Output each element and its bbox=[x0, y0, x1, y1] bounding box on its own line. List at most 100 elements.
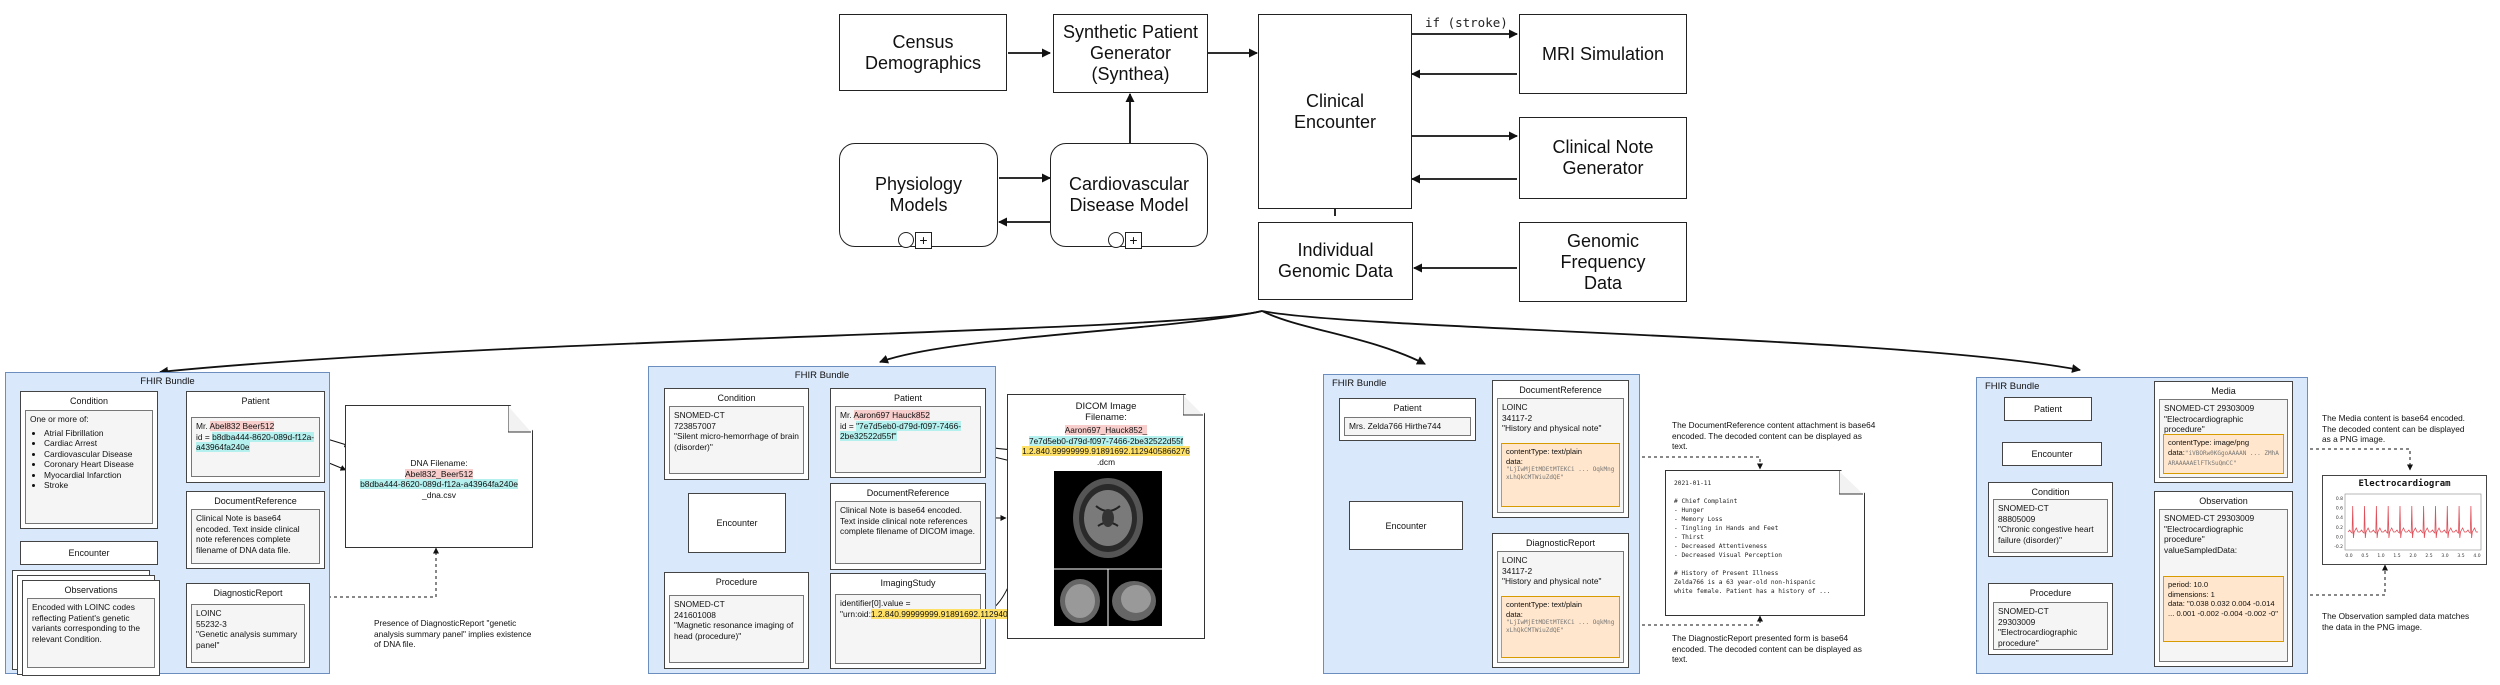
diagrep-content: LOINC 34117-2 "History and physical note… bbox=[1497, 551, 1624, 663]
media-resource: Media SNOMED-CT 29303009 "Electrocardiog… bbox=[2154, 381, 2293, 483]
media-display: "Electrocardiographic procedure" bbox=[2164, 413, 2244, 435]
cardio-model-node: Cardiovascular Disease Model + bbox=[1050, 143, 1208, 249]
ecg-title: Electrocardiogram bbox=[2358, 479, 2451, 489]
docref-attachment: contentType: text/plain data: "LjIwMjEtM… bbox=[1501, 443, 1620, 507]
docref-encoded-data: "LjIwMjEtMDEtMTEKCi ... OqkMngxLhQkCMTWi… bbox=[1506, 466, 1615, 481]
condition-resource: Condition SNOMED-CT 88805009 "Chronic co… bbox=[1988, 482, 2113, 557]
imaging-title: ImagingStudy bbox=[880, 578, 936, 588]
ecg-x-tick: 4.0 bbox=[2473, 553, 2480, 559]
condition-code-system: SNOMED-CT bbox=[1998, 503, 2049, 513]
ecg-x-tick: 0.5 bbox=[2361, 553, 2368, 559]
patient-name: Aaron697 Hauck852 bbox=[853, 410, 930, 420]
condition-display: "Silent micro-hemorrhage of brain (disor… bbox=[674, 431, 799, 452]
docref-content: Clinical Note is base64 encoded. Text in… bbox=[835, 501, 981, 564]
encounter-resource: Encounter bbox=[20, 541, 158, 565]
ecg-x-tick: 0.0 bbox=[2345, 553, 2352, 559]
ecg-y-tick: 0.4 bbox=[2336, 515, 2343, 521]
mri-label: MRI Simulation bbox=[1541, 43, 1665, 64]
procedure-display: "Magnetic resonance imaging of head (pro… bbox=[674, 620, 794, 641]
diagrep-code-system: LOINC bbox=[196, 608, 222, 618]
encounter-resource: Encounter bbox=[2002, 442, 2102, 466]
condition-list-item: Myocardial Infarction bbox=[44, 470, 148, 481]
diagrep-presented-form: contentType: text/plain data: "LjIwMjEtM… bbox=[1501, 596, 1620, 658]
docref-content: LOINC 34117-2 "History and physical note… bbox=[1497, 398, 1624, 513]
procedure-code-system: SNOMED-CT bbox=[674, 599, 725, 609]
census-demographics-node: Census Demographics bbox=[839, 14, 1007, 91]
media-content: SNOMED-CT 29303009 "Electrocardiographic… bbox=[2159, 399, 2288, 478]
ecg-trace bbox=[2347, 505, 2478, 539]
media-title: Media bbox=[2211, 386, 2236, 396]
dicom-file-doc: DICOM Image Filename: Aaron697_Hauck852_… bbox=[1007, 394, 1205, 639]
subprocess-marker-icon: + bbox=[1125, 232, 1142, 249]
patient-resource: Patient Mr. Abel832 Beer512 id = b8dba44… bbox=[186, 391, 325, 483]
diagrep-code-system: LOINC bbox=[1502, 555, 1528, 565]
diagrep-note: The DiagnosticReport presented form is b… bbox=[1672, 633, 1862, 664]
ecg-x-tick: 2.5 bbox=[2425, 553, 2432, 559]
genomic-freq-label: Genomic Frequency Data bbox=[1560, 230, 1646, 293]
condition-content: SNOMED-CT 88805009 "Chronic congestive h… bbox=[1993, 499, 2108, 553]
condition-content: One or more of: Atrial FibrillationCardi… bbox=[25, 410, 153, 524]
synthea-node: Synthetic Patient Generator (Synthea) bbox=[1053, 14, 1208, 93]
procedure-title: Procedure bbox=[715, 577, 758, 587]
docref-title: DocumentReference bbox=[1519, 385, 1602, 395]
diagrep-title: DiagnosticReport bbox=[213, 588, 283, 598]
condition-code-system: SNOMED-CT bbox=[674, 410, 725, 420]
procedure-code-system: SNOMED-CT bbox=[1998, 606, 2049, 616]
condition-list: Atrial FibrillationCardiac ArrestCardiov… bbox=[30, 428, 148, 491]
ecg-frame bbox=[2344, 493, 2482, 551]
procedure-title: Procedure bbox=[2029, 588, 2072, 598]
clinical-note-generator-node: Clinical Note Generator bbox=[1519, 117, 1687, 199]
sampled-data: period: 10.0 dimensions: 1 data: "0.038 … bbox=[2163, 576, 2284, 642]
condition-code: 88805009 bbox=[1998, 513, 2036, 524]
loop-marker-icon bbox=[1108, 232, 1124, 248]
condition-intro: One or more of: bbox=[30, 414, 89, 424]
procedure-content: SNOMED-CT 29303009 "Electrocardiographic… bbox=[1993, 602, 2108, 650]
sampled-data-values: data: "0.038 0.032 0.004 -0.014 ... 0.00… bbox=[2168, 599, 2278, 618]
diagrep-display: "Genetic analysis summary panel" bbox=[196, 629, 298, 650]
media-note: The Media content is base64 encoded. The… bbox=[2322, 413, 2465, 444]
mri-simulation-node: MRI Simulation bbox=[1519, 14, 1687, 94]
observation-note: The Observation sampled data matches the… bbox=[2322, 611, 2470, 632]
imaging-content: identifier[0].value = "urn:oid:1.2.840.9… bbox=[835, 594, 1043, 664]
folded-corner-icon bbox=[1183, 395, 1203, 416]
decoded-text-doc: 2021-01-11 # Chief Complaint - Hunger - … bbox=[1665, 470, 1865, 616]
ecg-y-tick: 0.2 bbox=[2336, 525, 2343, 531]
clinical-encounter-node: Clinical Encounter bbox=[1258, 14, 1412, 209]
observations-content: Encoded with LOINC codes reflecting Pati… bbox=[27, 598, 155, 668]
patient-title: Patient bbox=[241, 396, 270, 406]
genomic-frequency-data-node: Genomic Frequency Data bbox=[1519, 222, 1687, 302]
ecg-x-tick: 2.0 bbox=[2409, 553, 2416, 559]
condition-resource: Condition One or more of: Atrial Fibrill… bbox=[20, 391, 158, 529]
decoded-note-text: 2021-01-11 # Chief Complaint - Hunger - … bbox=[1674, 480, 1831, 595]
condition-content: SNOMED-CT 723857007 "Silent micro-hemorr… bbox=[669, 406, 804, 474]
condition-title: Condition bbox=[717, 393, 756, 403]
docref-code-system: LOINC bbox=[1502, 402, 1528, 412]
procedure-resource: Procedure SNOMED-CT 29303009 "Electrocar… bbox=[1988, 583, 2113, 655]
patient-id: "7e7d5eb0-d79d-f097-7466-2be32522d55f" bbox=[840, 420, 962, 441]
encounter-title: Encounter bbox=[716, 518, 758, 528]
imaging-uid: 1.2.840.99999999.91891692.1129405866276 bbox=[870, 608, 1041, 619]
docref-data-label: data: bbox=[1506, 456, 1523, 466]
bundle-title: FHIR Bundle bbox=[140, 376, 195, 387]
genomic-data-label: Individual Genomic Data bbox=[1277, 240, 1394, 281]
docref-display: "History and physical note" bbox=[1502, 423, 1602, 433]
patient-resource: Patient bbox=[2004, 397, 2092, 421]
condition-resource: Condition SNOMED-CT 723857007 "Silent mi… bbox=[664, 388, 809, 480]
patient-resource: Patient Mrs. Zelda766 Hirthe744 bbox=[1339, 398, 1476, 441]
ecg-x-tick: 1.5 bbox=[2393, 553, 2400, 559]
diagrep-content: LOINC 55232-3 "Genetic analysis summary … bbox=[191, 604, 305, 663]
condition-list-item: Atrial Fibrillation bbox=[44, 428, 148, 439]
media-code: SNOMED-CT 29303009 bbox=[2164, 403, 2255, 413]
diagrep-code: 55232-3 bbox=[196, 618, 227, 629]
docref-note: The DocumentReference content attachment… bbox=[1672, 420, 1876, 451]
physiology-models-node: Physiology Models + bbox=[839, 143, 998, 249]
procedure-content: SNOMED-CT 241601008 "Magnetic resonance … bbox=[669, 595, 804, 663]
imaging-identifier-label: identifier[0].value = bbox=[840, 598, 911, 608]
patient-content: Mr. Abel832 Beer512 id = b8dba444-8620-0… bbox=[191, 417, 320, 477]
procedure-code: 241601008 bbox=[674, 609, 716, 620]
patient-name: Abel832 Beer512 bbox=[209, 421, 275, 431]
diagnosticreport-resource: DiagnosticReport LOINC 55232-3 "Genetic … bbox=[186, 583, 310, 668]
patient-prefix: Mr. bbox=[840, 410, 854, 420]
dicom-filename-label: Filename: bbox=[1085, 412, 1127, 423]
